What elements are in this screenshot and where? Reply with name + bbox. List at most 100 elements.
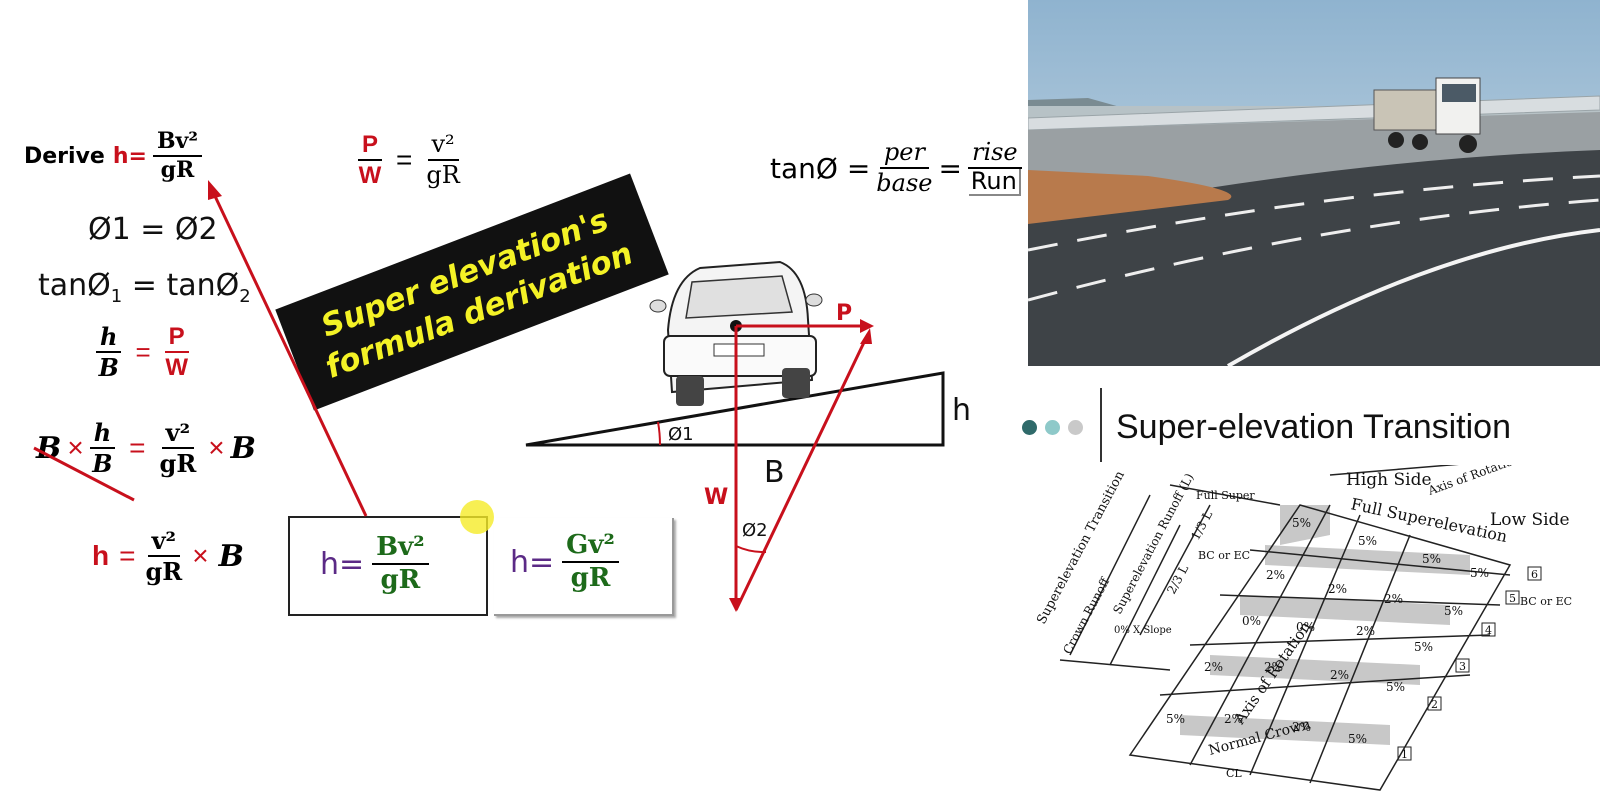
pct-4: 2% [1266,568,1285,582]
pct-0: 5% [1292,516,1311,530]
h-over-b-2: h B [89,420,116,479]
result-box-bv2: h= Bv² gR [288,516,488,616]
h-num: h [96,324,122,354]
tan-eq2: = [938,151,962,185]
pct-15: 5% [1386,680,1405,694]
pct-8: 0% [1242,614,1261,628]
title-dots [1022,420,1083,435]
force-diagram: P W h B Ø1 Ø2 [208,180,971,612]
b-den-2: B [92,449,113,479]
station-5: 5 [1509,592,1516,605]
pct-10: 2% [1356,624,1375,638]
percent-labels: 5% 5% 5% 5% 2% 2% 2% 5% 0% 0% 2% 5% 2% 2… [1166,516,1489,746]
b-right: B [230,430,256,466]
low-side-label: Low Side [1490,510,1570,530]
derive-fraction: Bv² gR [152,129,202,184]
per-base: per base [876,139,932,196]
result-frac-1: Bv² gR [372,533,429,596]
title-divider [1100,388,1102,462]
section-title: Super-elevation Transition [1116,408,1512,446]
b-den: B [98,353,119,383]
dot-1 [1022,420,1037,435]
eq-sign-3: = [119,540,136,572]
tan-run: Run [968,169,1021,197]
road-photo-drawing [1028,0,1600,366]
w-label: W [704,485,728,510]
v2-over-gr: v² gR [159,420,197,479]
derive-h: h [112,143,129,169]
station-1: 1 [1401,748,1408,761]
b-label: B [764,455,785,490]
full-super-label: Full Super [1196,489,1255,502]
cancel-strike [33,446,135,502]
tan-text: tanØ = [770,151,871,185]
result-den-1: gR [380,565,421,596]
times-3: × [192,540,209,572]
pw-formula: P W = v² gR [358,131,460,190]
tan-formula: tanØ = per base = rise Run [770,139,1022,197]
pct-7: 5% [1444,604,1463,618]
result-frac-2: Gv² gR [562,531,619,593]
bc-ec-label: BC or EC [1198,549,1250,562]
tan-per: per [879,139,929,170]
pct-16: 5% [1166,712,1185,726]
pct-2: 5% [1422,552,1441,566]
pct-9: 0% [1296,620,1315,634]
cursor-highlight [460,500,494,534]
tan-sub2: 2 [239,286,251,307]
result-h-1: h= [320,546,365,582]
pw-v2: v² [427,131,459,162]
derive-num: Bv² [152,129,202,158]
pw-w: W [358,162,382,190]
result-num-1: Bv² [372,533,429,566]
connector-arrowhead [208,180,222,200]
eq-sign-1: = [135,336,151,367]
b-res: B [218,538,244,574]
cl-label: CL [1226,767,1242,780]
tan-rise: rise [967,139,1022,170]
axis-rotation-top-label: Axis of Rotation [1425,465,1522,498]
tan-sub1: 1 [110,286,123,307]
p-label: P [836,301,852,326]
pct-1: 5% [1358,534,1377,548]
two-third-l-label: 2/3 L [1164,562,1191,596]
p-over-w: P W [164,324,189,380]
times-2: × [208,432,225,464]
tan-equality: tanØ1 = tanØ2 [38,268,251,307]
gr-den: gR [159,449,197,479]
transition-figure: High Side Axis of Rotation Low Side Full… [1034,465,1572,791]
v2-over-gr-2: v² gR [145,528,182,585]
pct-18: 2% [1292,720,1311,734]
result-h-2: h= [510,544,555,580]
rise-run: rise Run [967,139,1022,197]
bc-ec-right-label: BC or EC [1520,595,1572,608]
times-1: × [67,432,84,464]
station-4: 4 [1485,624,1492,637]
derive-den: gR [160,157,195,184]
h-over-b-equation: h B = P W [96,324,189,380]
h-result-equation: h = v² gR × B [92,528,244,585]
result-num-2: Gv² [562,531,619,564]
eq-sign-2: = [129,432,146,464]
connector-arrow [212,193,368,517]
resultant-arrow [734,333,870,611]
transition-lines [1059,465,1512,791]
pct-13: 2% [1264,660,1283,674]
cancel-equation: B × h B = v² gR × B [36,420,256,479]
pw-v2gr: v² gR [426,131,460,190]
station-3: 3 [1459,660,1466,673]
one-third-l-label: 1/3 L [1188,508,1215,542]
v2-num: v² [161,420,195,450]
angle2-arc [735,545,767,554]
pct-17: 2% [1224,712,1243,726]
pct-3: 5% [1470,566,1489,580]
tan-mid: = tanØ [122,268,240,303]
phi-equality: Ø1 = Ø2 [88,212,218,247]
pw-gr: gR [426,161,460,190]
pw-p: P [358,132,383,162]
derive-word: Derive [24,143,105,169]
superelevation-runoff-label: Superelevation Runoff (L) [1110,471,1196,616]
result-box-gv2: h= Gv² gR [494,518,674,616]
high-side-label: High Side [1346,470,1432,490]
pct-14: 2% [1330,668,1349,682]
